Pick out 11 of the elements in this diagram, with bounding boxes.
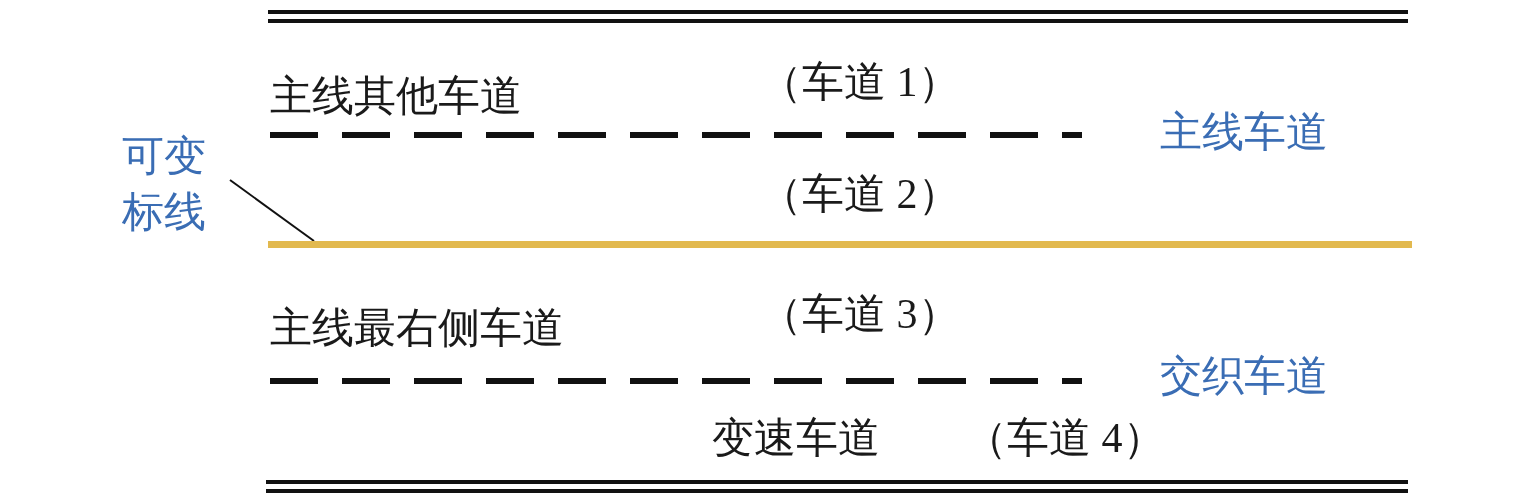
annotation-text: 可变标线 [122,128,230,240]
section-label: 主线车道 [1160,108,1328,157]
lane-label: （车道 1） [760,58,960,107]
lane-label: （车道 4） [965,414,1165,463]
lane-label: 主线其他车道 [270,72,522,121]
lane-label: 主线最右侧车道 [270,304,564,353]
lane-label: （车道 3） [760,290,960,339]
lane-label: 变速车道 [712,414,880,463]
lane-label: （车道 2） [760,170,960,219]
leader-line [229,179,315,242]
section-label: 交织车道 [1160,352,1328,401]
